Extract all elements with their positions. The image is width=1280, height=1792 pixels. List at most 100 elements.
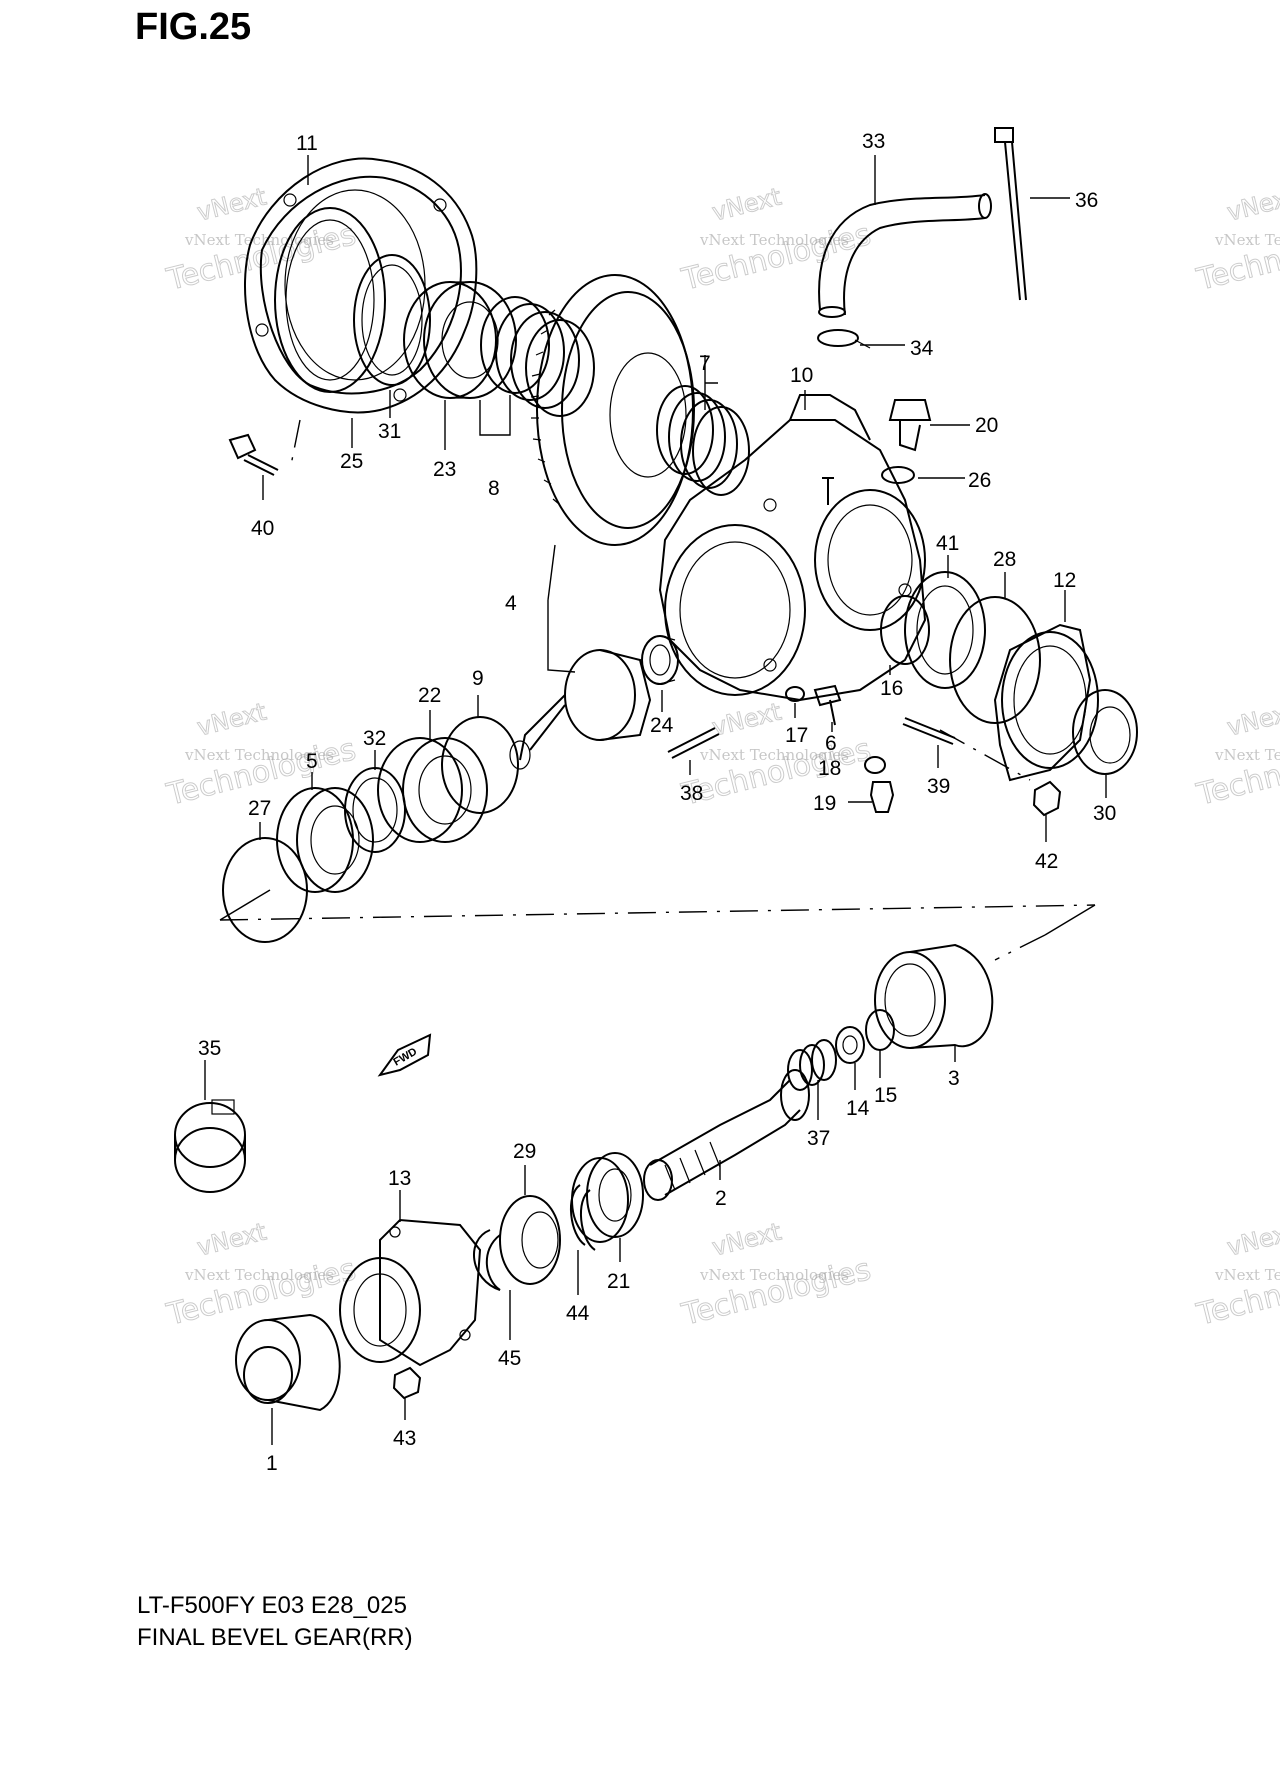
part-25-shim [274, 207, 386, 393]
callout-19: 19 [813, 792, 836, 815]
svg-text:vNext: vNext [709, 1217, 784, 1261]
svg-text:vNext: vNext [709, 697, 784, 741]
part-18-washer [864, 756, 886, 774]
svg-text:vNext Technologies: vNext Technologies [184, 1266, 334, 1284]
part-32-shim [344, 767, 406, 853]
svg-text:vNext Technologies: vNext Technologies [1214, 1266, 1280, 1284]
part-16-bearing [880, 595, 930, 665]
callout-30: 30 [1093, 802, 1116, 825]
part-8-spring-washers [480, 296, 595, 417]
part-3-needle-bearing [874, 943, 994, 1049]
svg-text:vNext: vNext [1224, 182, 1280, 226]
svg-text:vNext Technologies: vNext Technologies [184, 746, 334, 764]
callout-16: 16 [880, 677, 903, 700]
part-7-shims [656, 385, 750, 496]
callout-36: 36 [1075, 189, 1098, 212]
part-1-boot [235, 1313, 341, 1412]
watermark-4: vNext vNext Technologies Technologies [162, 697, 359, 813]
part-10-gear-case [658, 394, 927, 702]
callout-15: 15 [874, 1084, 897, 1107]
callout-25: 25 [340, 450, 363, 473]
svg-text:vNext: vNext [709, 182, 784, 226]
watermark-3: vNext vNext Technologies Technologies [1192, 182, 1280, 298]
callout-22: 22 [418, 684, 441, 707]
callout-24: 24 [650, 714, 674, 737]
fwd-direction-arrow: FWD [377, 1033, 432, 1077]
centerline-middle [219, 904, 1096, 921]
callout-18: 18 [818, 757, 841, 780]
part-39-stud [902, 717, 956, 745]
svg-text:Technologies: Technologies [1193, 217, 1280, 298]
part-17-washer [785, 686, 805, 702]
callout-34: 34 [910, 337, 934, 360]
fwd-label: FWD [392, 1046, 420, 1069]
callout-4: 4 [505, 592, 517, 615]
watermark-9: vNext vNext Technologies Technologies [1192, 1217, 1280, 1333]
callout-29: 29 [513, 1140, 536, 1163]
part-22-bearing [377, 737, 488, 843]
callout-1: 1 [266, 1452, 278, 1475]
callout-3: 3 [948, 1067, 960, 1090]
figure-name: FINAL BEVEL GEAR(RR) [137, 1624, 413, 1651]
callout-8: 8 [488, 477, 500, 500]
part-41-oil-seal [904, 571, 986, 689]
callout-labels: 11 25 31 23 8 7 10 4 33 34 36 20 26 41 2… [198, 130, 1116, 1475]
part-15-washer [865, 1009, 895, 1051]
callout-11: 11 [296, 132, 318, 155]
figure-title: FIG.25 [135, 6, 252, 48]
callout-44: 44 [566, 1302, 590, 1325]
watermark-8: vNext vNext Technologies Technologies [677, 1217, 874, 1333]
svg-text:vNext Technologies: vNext Technologies [699, 746, 849, 764]
callout-39: 39 [927, 775, 950, 798]
callout-40: 40 [251, 517, 274, 540]
callout-27: 27 [248, 797, 271, 820]
part-9-circlip [441, 716, 519, 814]
callout-10: 10 [790, 364, 813, 387]
part-21-bearing [571, 1152, 644, 1243]
figure-caption: LT-F500FY E03 E28_025 FINAL BEVEL GEAR(R… [137, 1590, 413, 1654]
svg-text:vNext Technologies: vNext Technologies [699, 1266, 849, 1284]
callout-12: 12 [1053, 569, 1076, 592]
part-27-circlip [222, 837, 308, 943]
callout-45: 45 [498, 1347, 521, 1370]
callout-14: 14 [846, 1097, 870, 1120]
centerline-end-right [1044, 904, 1096, 936]
part-19-plug [869, 781, 895, 813]
part-13-housing [339, 1218, 482, 1367]
part-5-bearing [276, 787, 374, 893]
part-28-o-ring [949, 596, 1041, 724]
callout-2: 2 [715, 1187, 727, 1210]
callout-41: 41 [936, 532, 959, 555]
watermark-6: vNext vNext Technologies Technologies [1192, 697, 1280, 813]
callout-17: 17 [785, 724, 808, 747]
part-26-gasket [881, 466, 915, 484]
callout-26: 26 [968, 469, 991, 492]
callout-31: 31 [378, 420, 401, 443]
svg-text:Technologies: Technologies [678, 1252, 874, 1333]
svg-text:vNext Technologies: vNext Technologies [1214, 746, 1280, 764]
callout-33: 33 [862, 130, 885, 153]
callout-32: 32 [363, 727, 386, 750]
callout-21: 21 [607, 1270, 630, 1293]
svg-text:vNext: vNext [194, 697, 269, 741]
svg-text:vNext: vNext [1224, 697, 1280, 741]
part-4-ring-gear [530, 274, 695, 546]
leader-lines [204, 155, 1107, 1445]
callout-13: 13 [388, 1167, 411, 1190]
part-4-pinion-gear [509, 649, 652, 770]
callout-35: 35 [198, 1037, 221, 1060]
callout-20: 20 [975, 414, 998, 437]
callout-6: 6 [825, 732, 837, 755]
part-42-nut [1032, 780, 1062, 817]
svg-text:Technologies: Technologies [1193, 1252, 1280, 1333]
part-14-nut [835, 1026, 865, 1064]
svg-text:vNext: vNext [194, 1217, 269, 1261]
part-30-oil-seal [1072, 689, 1138, 775]
svg-text:vNext Technologies: vNext Technologies [184, 231, 334, 249]
part-12-bearing-housing [993, 623, 1099, 782]
callout-37: 37 [807, 1127, 830, 1150]
part-20-bolt [888, 399, 932, 452]
part-38-stud [667, 727, 720, 759]
part-35-hose-clamp [174, 1099, 246, 1193]
